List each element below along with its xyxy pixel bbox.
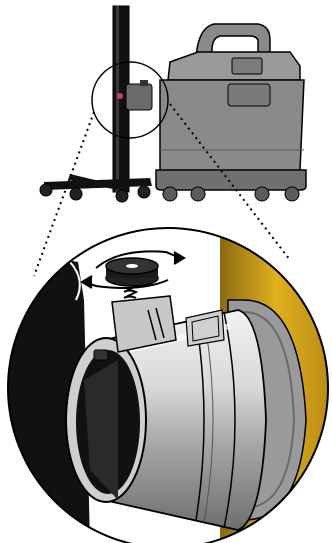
- hose-adapter-cylinder: [66, 310, 266, 530]
- stand-pole: [40, 6, 152, 202]
- wheel-icon: [285, 187, 299, 201]
- vacuum-unit: [156, 24, 306, 201]
- wheel-icon: [191, 187, 205, 201]
- adjustment-knob: [106, 258, 158, 286]
- wheel-icon: [255, 187, 269, 201]
- wheel-icon: [163, 187, 177, 201]
- detail-view: [0, 220, 332, 543]
